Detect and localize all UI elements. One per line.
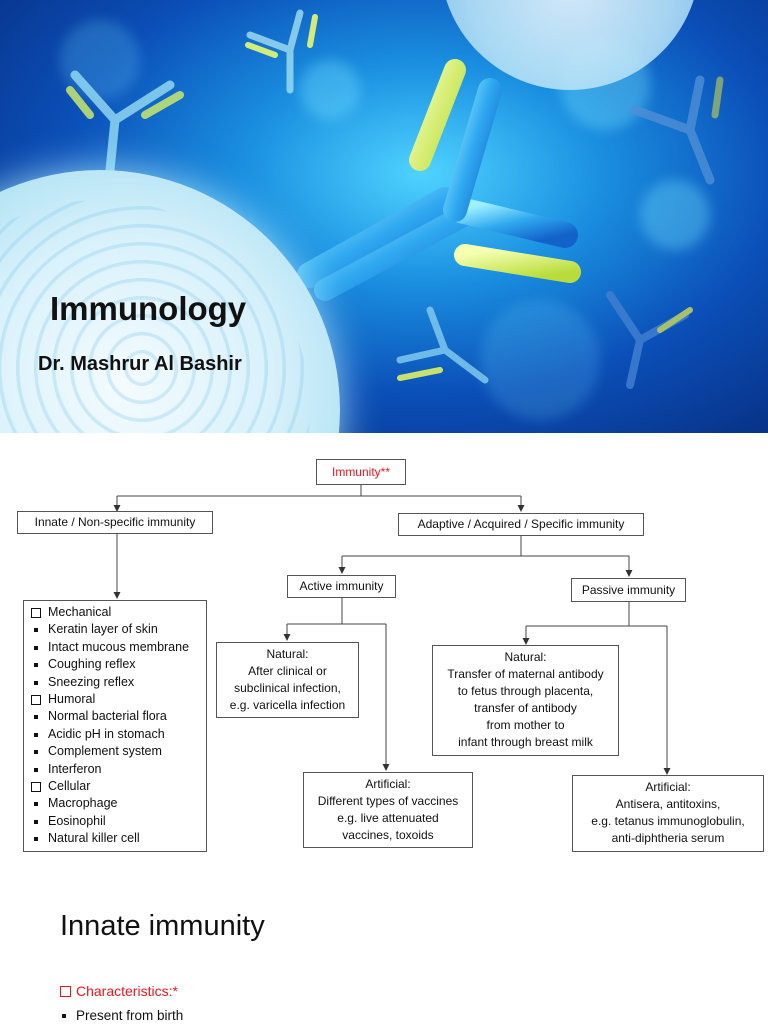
- presentation-author: Dr. Mashrur Al Bashir: [38, 353, 242, 375]
- innate-slide-title: Innate immunity: [60, 910, 265, 942]
- characteristics-heading: Characteristics:*: [60, 983, 178, 999]
- node-line: from mother to: [486, 718, 565, 732]
- antibody-illustration-small: [630, 75, 724, 185]
- node-line: Artificial:: [645, 780, 691, 794]
- active-immunity-node: Active immunity: [287, 575, 396, 598]
- immunity-flowchart: Immunity** Innate / Non-specific immunit…: [0, 433, 768, 873]
- node-line: Artificial:: [365, 777, 411, 791]
- innate-item: Complement system: [30, 743, 200, 760]
- innate-item: Interferon: [30, 761, 200, 778]
- innate-item: Sneezing reflex: [30, 674, 200, 691]
- antibody-illustration-small: [245, 9, 318, 94]
- active-natural-node: Natural: After clinical or subclinical i…: [216, 642, 359, 718]
- node-line: After clinical or: [248, 664, 327, 678]
- innate-item: Natural killer cell: [30, 830, 200, 847]
- node-line: Transfer of maternal antibody: [447, 667, 604, 681]
- innate-item: Eosinophil: [30, 813, 200, 830]
- passive-artificial-node: Artificial: Antisera, antitoxins, e.g. t…: [572, 775, 764, 852]
- innate-item: Coughing reflex: [30, 656, 200, 673]
- antibody-illustration-small: [66, 70, 184, 175]
- node-line: infant through breast milk: [458, 735, 593, 749]
- immunity-root-node: Immunity**: [316, 459, 406, 485]
- flowchart-connectors: [113, 485, 671, 775]
- bokeh-light: [640, 180, 710, 250]
- node-line: transfer of antibody: [474, 701, 577, 715]
- node-line: vaccines, toxoids: [342, 828, 434, 842]
- innate-category: Cellular: [30, 778, 200, 795]
- innate-item: Normal bacterial flora: [30, 708, 200, 725]
- node-line: Natural:: [266, 647, 309, 661]
- antibody-illustration-large: [297, 59, 581, 301]
- innate-category: Mechanical: [30, 604, 200, 621]
- antibody-illustration-small: [396, 306, 489, 384]
- innate-category: Humoral: [30, 691, 200, 708]
- bokeh-light: [300, 60, 360, 120]
- bokeh-light: [480, 300, 600, 420]
- node-line: Antisera, antitoxins,: [615, 797, 721, 811]
- title-slide: Immunology Dr. Mashrur Al Bashir: [0, 0, 768, 433]
- node-line: subclinical infection,: [234, 681, 341, 695]
- innate-immunity-node: Innate / Non-specific immunity: [17, 511, 213, 534]
- passive-natural-node: Natural: Transfer of maternal antibody t…: [432, 645, 619, 756]
- node-line: Different types of vaccines: [317, 794, 459, 808]
- node-line: to fetus through placenta,: [457, 684, 594, 698]
- antibody-illustration-small: [606, 291, 693, 389]
- passive-immunity-node: Passive immunity: [571, 578, 686, 602]
- node-line: anti-diphtheria serum: [611, 831, 725, 845]
- active-artificial-node: Artificial: Different types of vaccines …: [303, 772, 473, 848]
- innate-item: Keratin layer of skin: [30, 621, 200, 638]
- innate-item: Acidic pH in stomach: [30, 726, 200, 743]
- node-line: Natural:: [504, 650, 547, 664]
- adaptive-immunity-node: Adaptive / Acquired / Specific immunity: [398, 513, 644, 536]
- node-line: e.g. live attenuated: [337, 811, 439, 825]
- characteristic-bullet: Present from birth: [60, 1008, 183, 1023]
- node-line: e.g. varicella infection: [229, 698, 346, 712]
- node-line: e.g. tetanus immunoglobulin,: [591, 814, 745, 828]
- innate-item: Macrophage: [30, 795, 200, 812]
- innate-item: Intact mucous membrane: [30, 639, 200, 656]
- presentation-title: Immunology: [50, 290, 247, 327]
- bokeh-light: [60, 20, 140, 100]
